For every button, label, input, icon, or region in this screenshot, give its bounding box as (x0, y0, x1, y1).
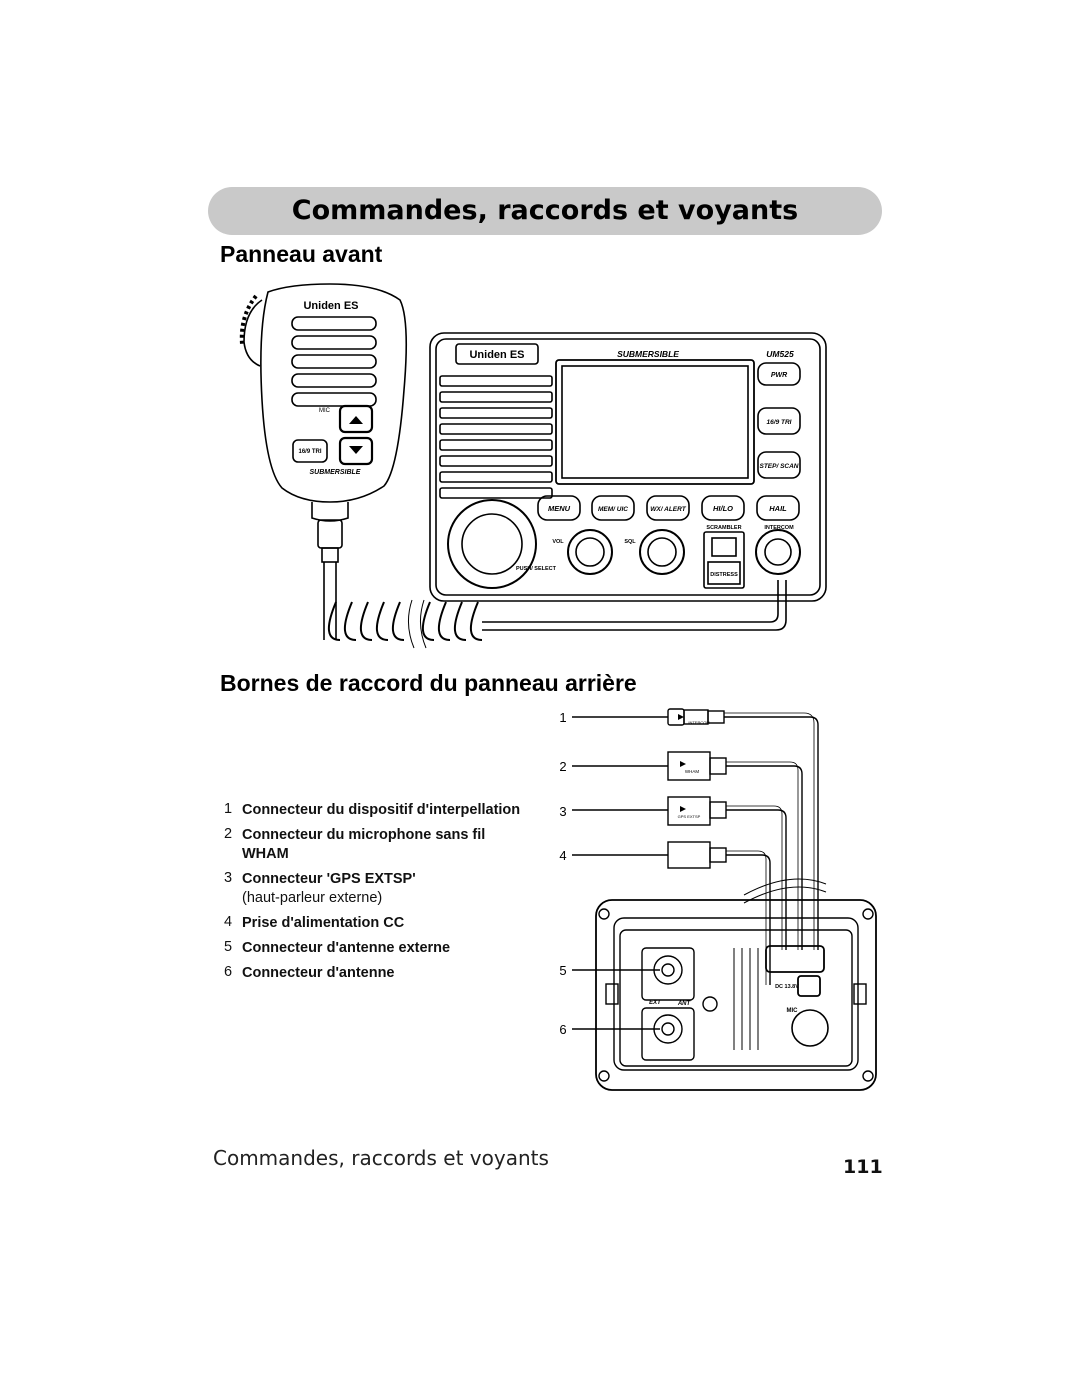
legend-item: 3 Connecteur 'GPS EXTSP' (haut-parleur e… (224, 870, 524, 908)
radio-sql-label: SQL (624, 539, 636, 545)
radio-wx-alert-button: WX/ ALERT (650, 506, 686, 513)
rear-panel-heading: Bornes de raccord du panneau arrière (220, 670, 637, 696)
callout-4: 4 (559, 848, 566, 863)
connector-legend: 1 Connecteur du dispositif d'interpellat… (224, 801, 524, 989)
legend-text: Connecteur du dispositif d'interpellatio… (242, 802, 521, 818)
legend-item: 5 Connecteur d'antenne externe (224, 939, 524, 958)
legend-item: 4 Prise d'alimentation CC (224, 914, 524, 933)
legend-text: Connecteur d'antenne (242, 965, 395, 981)
connector-intercom-label: INTERCOM (688, 720, 709, 725)
front-panel-illustration: Uniden ES MIC 16/9 TRI SUBMERSIBLE Unide… (239, 283, 827, 649)
legend-text: Connecteur d'antenne externe (242, 940, 451, 956)
radio-distress-label: DISTRESS (710, 572, 738, 578)
callout-2: 2 (559, 759, 566, 774)
legend-text: Prise d'alimentation CC (242, 915, 405, 931)
callout-5: 5 (559, 963, 566, 978)
radio-mem-uic-button: MEM/ UIC (598, 506, 628, 513)
mic-tri-label: 16/9 TRI (298, 449, 321, 455)
radio-tri-button: 16/9 TRI (767, 419, 792, 426)
radio-scrambler-label: SCRAMBLER (706, 525, 741, 531)
callout-3: 3 (559, 804, 566, 819)
front-panel-heading: Panneau avant (220, 241, 383, 267)
legend-text: Connecteur du microphone sans fil WHAM (242, 827, 486, 862)
legend-text: Connecteur 'GPS EXTSP' (242, 871, 416, 887)
section-title: Commandes, raccords et voyants (291, 195, 799, 226)
legend-number: 5 (224, 939, 233, 955)
rear-panel-illustration: 1 2 3 4 5 6 INTERCOM WHAM GPS EXTSP EXT … (559, 708, 877, 1091)
radio-hail-button: HAIL (769, 504, 787, 513)
legend-item: 1 Connecteur du dispositif d'interpellat… (224, 801, 524, 820)
connector-wham-label: WHAM (685, 769, 699, 774)
legend-item: 2 Connecteur du microphone sans fil WHAM (224, 826, 524, 864)
mic-submersible-label: SUBMERSIBLE (310, 469, 361, 476)
legend-number: 6 (224, 964, 233, 980)
legend-number: 2 (224, 826, 233, 842)
legend-number: 3 (224, 870, 233, 886)
legend-subtext: (haut-parleur externe) (242, 890, 383, 906)
rear-ant-label: ANT (677, 1001, 692, 1007)
callout-6: 6 (559, 1022, 566, 1037)
radio-pwr-button: PWR (771, 372, 787, 379)
section-banner: Commandes, raccords et voyants (208, 187, 882, 235)
radio-step-scan-button: STEP/ SCAN (759, 463, 798, 470)
radio-intercom-label: INTERCOM (764, 525, 794, 531)
footer-section-title: Commandes, raccords et voyants (213, 1146, 549, 1170)
callout-1: 1 (559, 710, 566, 725)
mic-brand: Uniden ES (303, 300, 358, 312)
radio-push-select-label: PUSH/ SELECT (516, 566, 557, 572)
legend-number: 1 (224, 801, 233, 817)
legend-number: 4 (224, 914, 233, 930)
radio-menu-button: MENU (548, 504, 571, 513)
radio-hilo-button: HI/LO (713, 504, 733, 513)
rear-dc-label: DC 13.8V (775, 984, 799, 990)
radio-brand: Uniden ES (469, 349, 524, 361)
legend-text-group: Connecteur 'GPS EXTSP' (haut-parleur ext… (242, 870, 416, 908)
mic-mic-label: MIC (319, 408, 331, 414)
radio-vol-label: VOL (552, 539, 564, 545)
rear-ext-label: EXT (649, 1000, 662, 1006)
connector-gps-extsp-label: GPS EXTSP (678, 814, 701, 819)
rear-mic-label: MIC (787, 1008, 799, 1014)
radio-model: UM525 (766, 349, 794, 359)
page-number: 111 (843, 1156, 883, 1178)
radio-submersible-label: SUBMERSIBLE (617, 349, 679, 359)
legend-item: 6 Connecteur d'antenne (224, 964, 524, 983)
